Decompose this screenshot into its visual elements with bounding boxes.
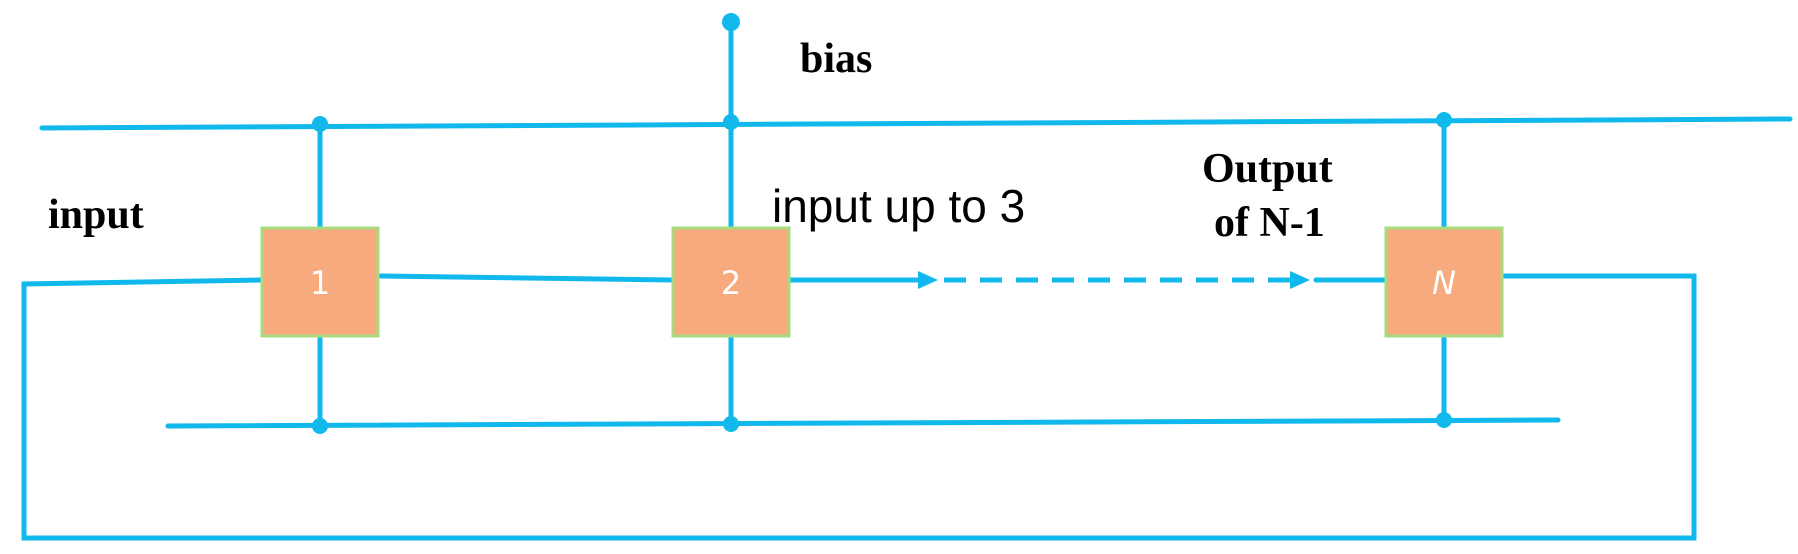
junction-top-2 [723,114,739,130]
block-1: 1 [260,226,380,338]
block-2: 2 [671,226,791,338]
block-1-label: 1 [310,264,330,302]
input-up-to-label: input up to 3 [772,180,1025,232]
feedback-loop [21,273,1697,541]
top-bus-line [39,116,1793,131]
bias-terminal-node [722,13,740,31]
signal-1-to-2 [375,273,676,283]
block-2-label: 2 [721,264,741,302]
output-label-line2: of N-1 [1214,200,1325,246]
block-2-box [671,226,791,338]
bottom-bus-line [165,417,1561,429]
arrow-head-1 [918,271,938,289]
block-n: N [1384,226,1504,338]
bias-label: bias [800,36,872,82]
output-label-line1: Output [1202,146,1333,192]
block-n-box [1384,226,1504,338]
block-n-label: N [1432,264,1456,302]
junction-top-n [1436,112,1452,128]
junction-bottom-n [1436,412,1452,428]
junction-bottom-1 [312,418,328,434]
block-1-box [260,226,380,338]
junction-bottom-2 [723,416,739,432]
input-label: input [48,192,144,238]
junction-top-1 [312,116,328,132]
arrow-head-2 [1290,271,1310,289]
